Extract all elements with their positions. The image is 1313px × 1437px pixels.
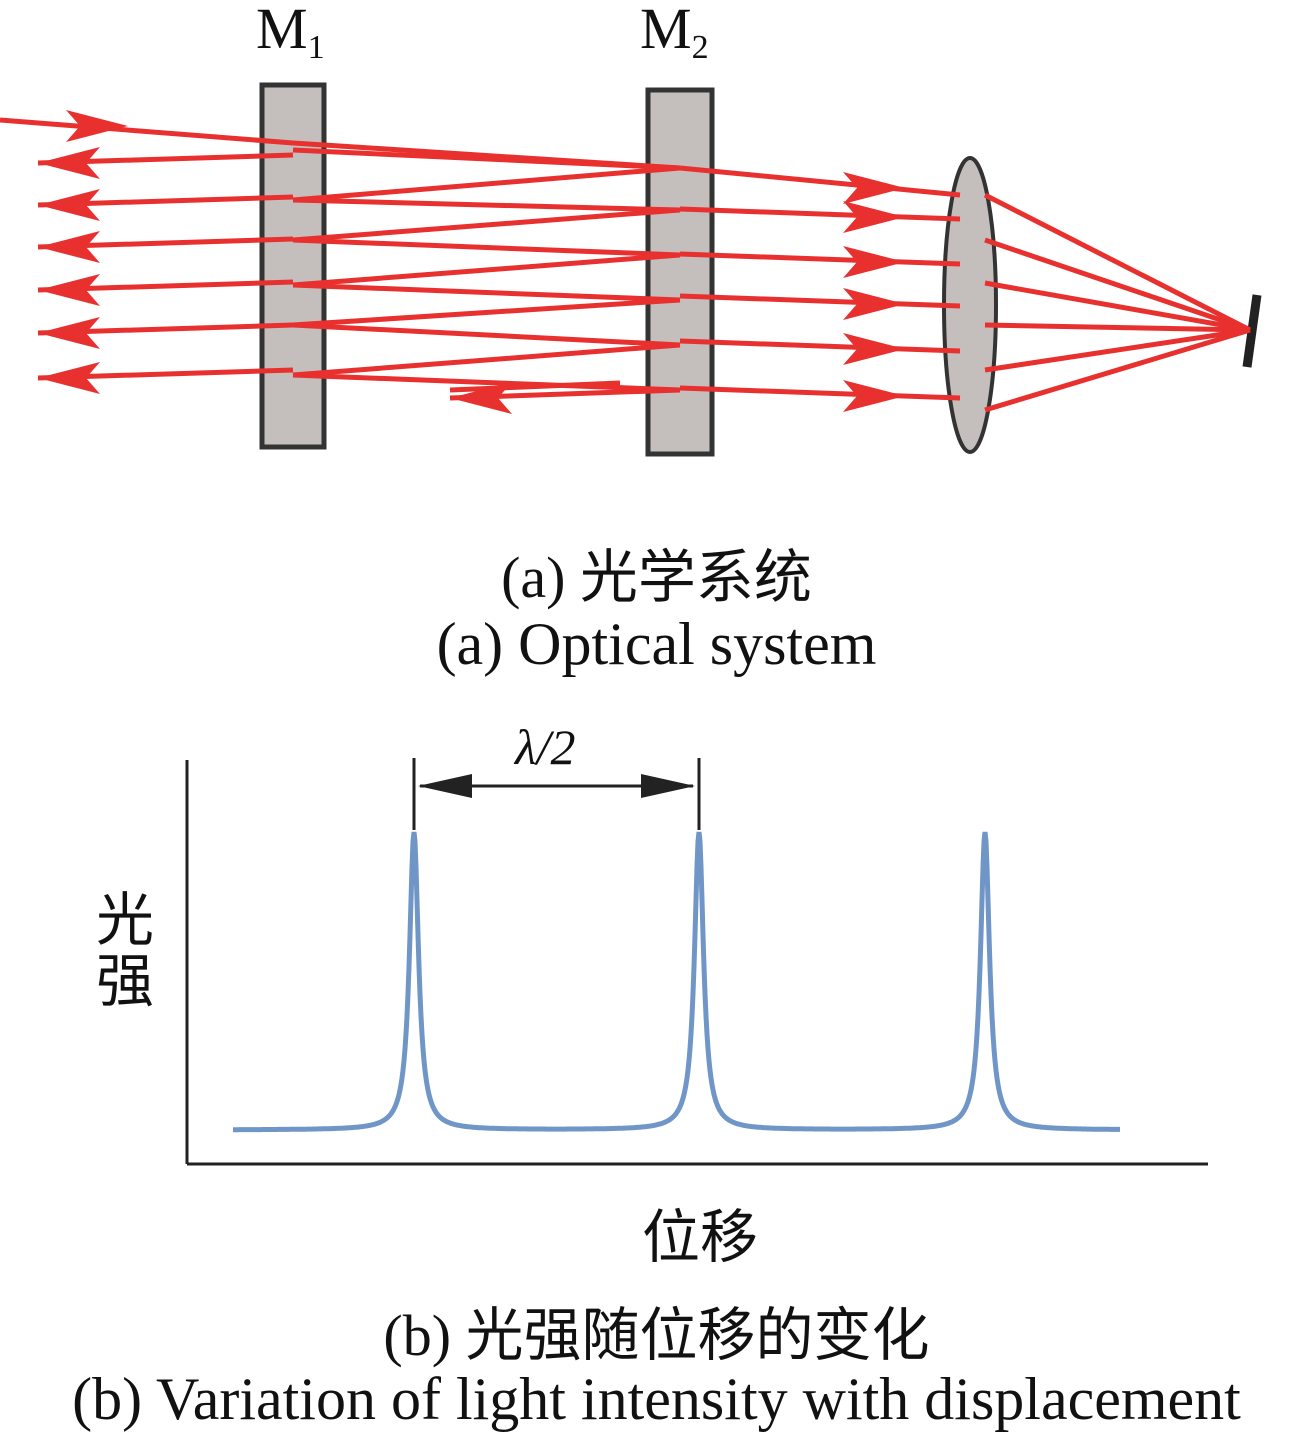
caption-a-en: (a) Optical system: [436, 611, 877, 677]
beam-arrows: [38, 110, 905, 414]
transmitted-arrowhead: [843, 246, 905, 278]
transmitted-arrowhead: [843, 380, 905, 412]
focused-beam: [984, 327, 1251, 413]
transmitted-arrowhead: [843, 333, 905, 365]
beam-segment: [292, 197, 681, 213]
beam-segment: [292, 282, 681, 303]
transmitted-arrowhead: [843, 201, 905, 233]
beam-arrowhead: [843, 172, 905, 204]
caption-b-en: (b) Variation of light intensity with di…: [72, 1366, 1241, 1432]
detector: [1242, 294, 1262, 368]
beam-segment: [679, 293, 961, 309]
dim-arrow-right: [641, 774, 695, 798]
x-axis-label: 位移: [641, 1203, 758, 1271]
reflected-arrowhead: [38, 317, 100, 349]
intensity-curve: [233, 831, 1120, 1133]
reflected-arrowhead: [38, 147, 100, 179]
reflected-arrowhead: [38, 274, 100, 306]
last-reflection-arrowhead: [450, 382, 512, 414]
beam-segment: [292, 322, 681, 348]
y-axis-label: 光强: [96, 886, 155, 1015]
reflected-arrowhead: [38, 362, 100, 394]
incoming-beam: [0, 117, 294, 146]
beam-segment: [449, 380, 621, 393]
beam-segment: [292, 147, 681, 171]
beam-segment: [292, 372, 681, 393]
beam-segment: [292, 207, 681, 243]
caption-a-cn: (a) 光学系统: [501, 545, 812, 610]
focused-beam: [984, 280, 1251, 333]
mirror-m2: [645, 87, 715, 457]
beam-segment: [292, 252, 681, 288]
beam-segment: [292, 297, 681, 328]
beam-segment: [679, 251, 961, 267]
beam-segment: [679, 165, 961, 198]
transmitted-arrowhead: [843, 288, 905, 320]
beam-segment: [292, 165, 681, 203]
mirror2-label: M2: [640, 0, 709, 66]
incoming-arrowhead: [66, 110, 128, 142]
beam-paths: [0, 117, 1252, 413]
caption-b-cn: (b) 光强随位移的变化: [383, 1303, 930, 1368]
beam-segment: [679, 385, 961, 401]
focused-beam: [984, 327, 1251, 373]
beam-segment: [679, 206, 961, 222]
focused-beam: [983, 192, 1252, 333]
reflected-arrowhead: [38, 231, 100, 263]
reflected-arrowhead: [38, 189, 100, 221]
spacing-label: λ/2: [515, 719, 576, 775]
beam-segment: [292, 237, 681, 258]
focused-beam: [984, 322, 1251, 333]
dim-arrow-left: [418, 774, 472, 798]
beam-segment: [679, 338, 961, 354]
beam-segment: [292, 342, 681, 378]
mirror1-label: M1: [256, 0, 325, 66]
focused-beam: [984, 237, 1251, 333]
